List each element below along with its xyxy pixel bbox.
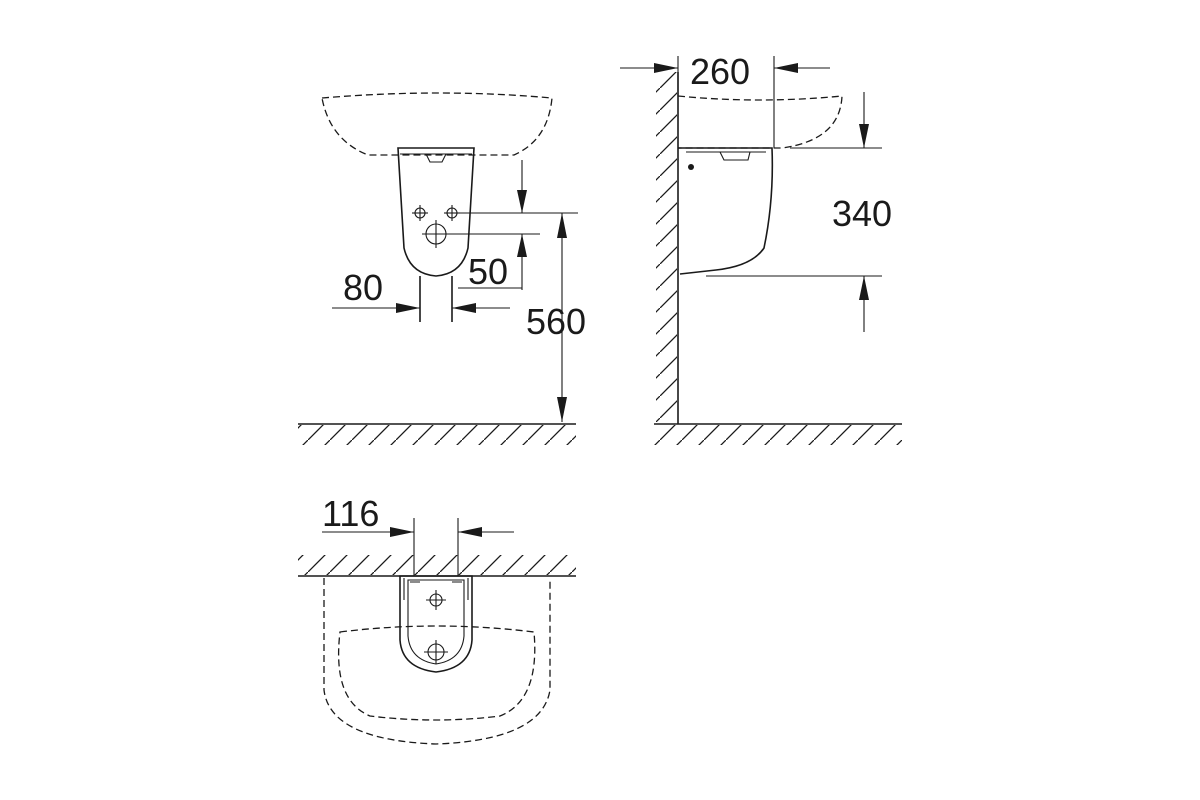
front-pedestal-top-detail [400,153,472,163]
dim-80: 80 [343,267,383,308]
front-basin-outline [321,92,553,156]
top-wall [298,555,576,577]
side-pedestal-top-detail [686,151,766,161]
side-floor [654,423,902,445]
dim-116: 116 [322,493,379,534]
top-bowl-outline [337,625,536,721]
front-view: 80 50 560 [298,92,586,445]
top-view: 116 [298,493,576,745]
top-pedestal [399,575,473,673]
front-drain-pipe [419,276,453,322]
front-pedestal [397,147,475,277]
dim-560: 560 [526,301,586,342]
dim-260: 260 [690,51,750,92]
top-holes [424,590,448,664]
dim-340: 340 [832,193,892,234]
side-basin-outline [677,95,843,149]
side-pedestal [678,147,774,275]
front-mounting-holes [412,205,460,248]
side-view: 260 340 [620,51,902,445]
dim-50: 50 [468,251,508,292]
front-floor [298,423,576,445]
side-wall [656,72,679,424]
top-basin-outline [323,578,551,745]
